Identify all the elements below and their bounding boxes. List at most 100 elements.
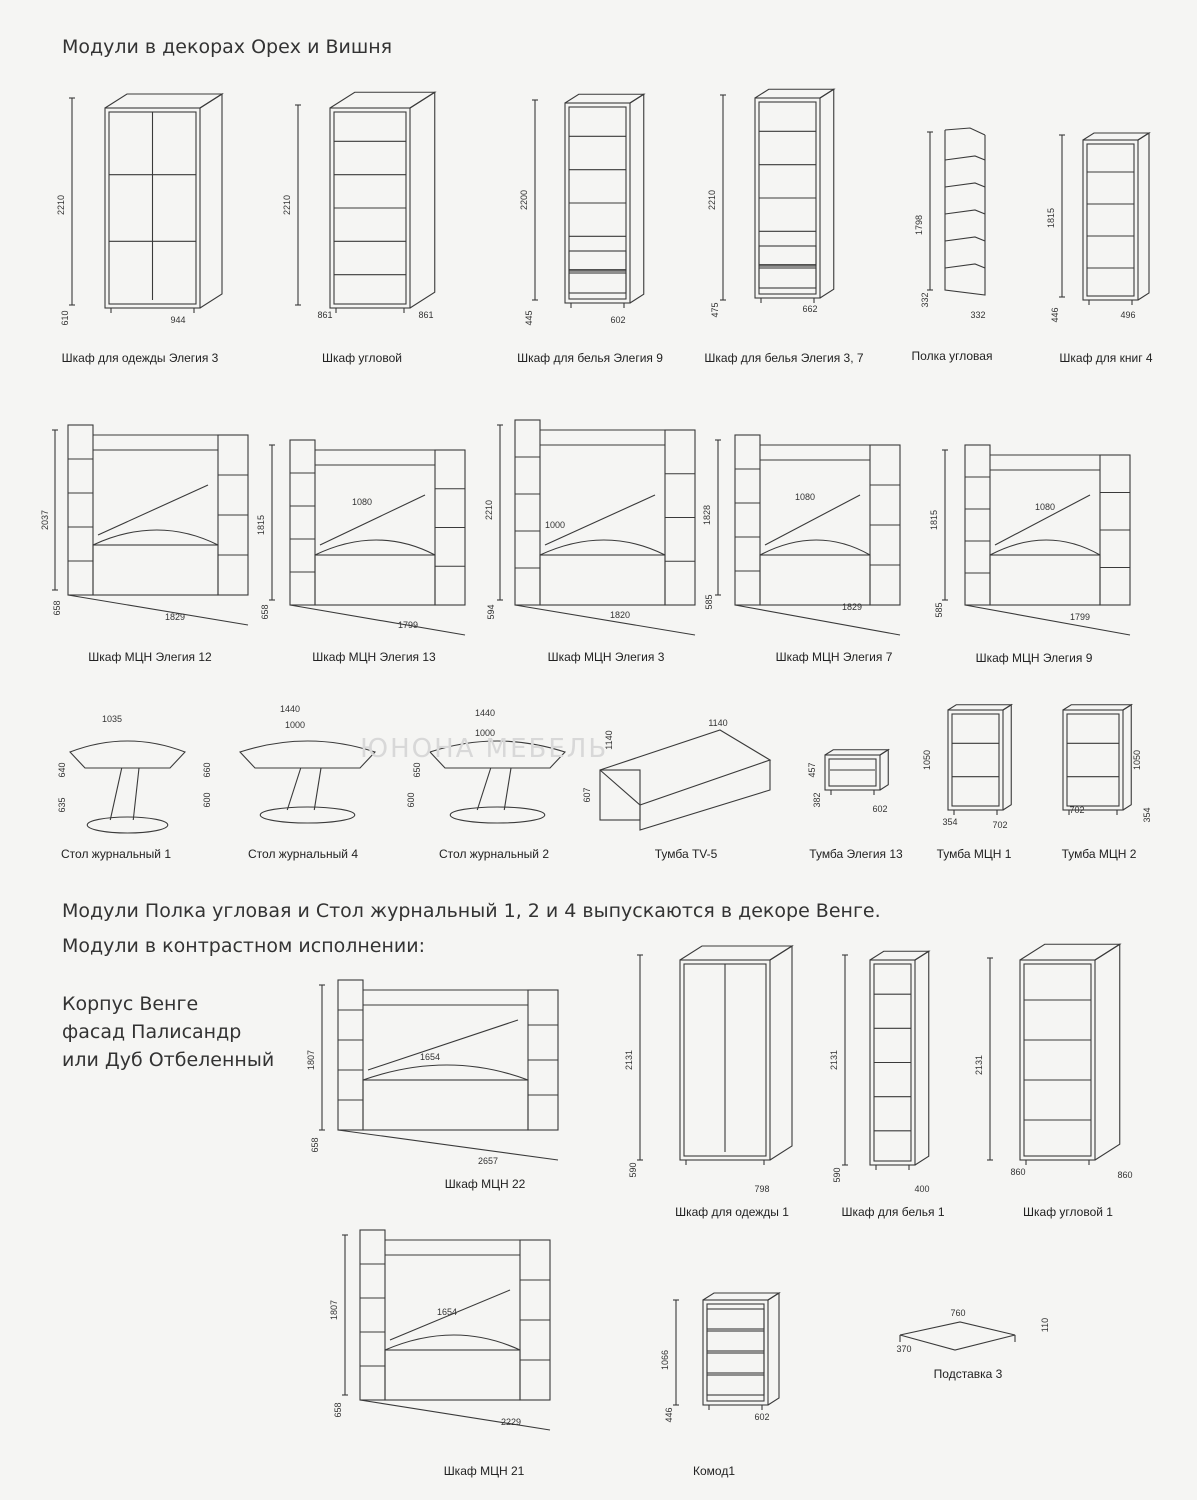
item-label: Подставка 3 [933, 1367, 1003, 1381]
dimension-label: 2200 [519, 190, 529, 210]
item-label: Стол журнальный 2 [439, 847, 549, 861]
dimension-label: 1000 [475, 728, 495, 738]
drawer [568, 250, 627, 272]
item-label: Тумба МЦН 1 [936, 847, 1012, 861]
dimension-label: 662 [802, 304, 817, 314]
tower-left [359, 1229, 386, 1401]
dimension-label: 1440 [475, 708, 495, 718]
outline-line [289, 604, 466, 636]
cabinet-inner [1023, 963, 1092, 1157]
dimension-label: 1828 [702, 505, 712, 525]
dimension-label: 861 [317, 310, 332, 320]
cabinet-inner [758, 101, 817, 295]
item-label: Шкаф для одежды 1 [675, 1205, 789, 1219]
dimension-label: 590 [832, 1167, 842, 1182]
cabinet-front [104, 107, 201, 309]
cabinet-front [1019, 959, 1096, 1161]
outline-line [359, 1399, 551, 1431]
tv-base [539, 554, 666, 606]
cabinet-front [702, 1299, 769, 1406]
dimension-label: 2210 [282, 195, 292, 215]
cabinet-top [1019, 943, 1122, 961]
outline-line [337, 1129, 559, 1161]
item-label: Тумба Элегия 13 [809, 847, 903, 861]
tower-left [734, 434, 761, 606]
item-label: Шкаф МЦН Элегия 12 [88, 650, 212, 664]
outline-line [514, 604, 696, 636]
outline-line [994, 494, 1091, 546]
outline-line [964, 604, 1131, 636]
dimension-label: 607 [582, 787, 592, 802]
dimension-label: 650 [412, 762, 422, 777]
cabinet-side [769, 944, 793, 1161]
tower-right [217, 434, 249, 596]
cabinet-top [754, 88, 836, 99]
cabinet-front [679, 959, 771, 1161]
dimension-label: 1050 [1132, 750, 1142, 770]
item-label: Комод1 [693, 1464, 735, 1478]
cabinet-side [1094, 943, 1121, 1161]
cabinet-top [104, 93, 224, 109]
dimension-label: 496 [1120, 310, 1135, 320]
contrast-note-line: фасад Палисандр [62, 1021, 242, 1043]
dimension-label: 860 [1117, 1170, 1132, 1180]
dimension-label: 1799 [1070, 612, 1090, 622]
item-label: Шкаф МЦН Элегия 3 [547, 650, 665, 664]
watermark: ЮНОНА МЕБЕЛЬ [360, 734, 608, 764]
drawer [758, 245, 817, 267]
cabinet-front [869, 959, 916, 1166]
item-label: Шкаф для белья Элегия 9 [517, 351, 663, 365]
dimension-label: 635 [57, 797, 67, 812]
dimension-label: 1035 [102, 714, 122, 724]
cabinet-front [947, 709, 1004, 811]
dimension-label: 610 [60, 310, 70, 325]
table-base [86, 816, 169, 834]
dimension-label: 590 [628, 1162, 638, 1177]
item-label: Тумба МЦН 2 [1061, 847, 1137, 861]
tv-top [92, 529, 219, 546]
cabinet-inner [828, 758, 877, 787]
cabinet-inner [568, 106, 627, 300]
dimension-label: 2210 [484, 500, 494, 520]
cabinet-top [329, 91, 437, 109]
tv-top [759, 539, 871, 556]
table-top [429, 740, 566, 769]
outline-line [764, 494, 861, 546]
dimension-label: 602 [610, 315, 625, 325]
dimension-label: 2210 [56, 195, 66, 215]
tower-right [1099, 454, 1131, 606]
dimension-label: 640 [57, 762, 67, 777]
dimension-label: 446 [1050, 307, 1060, 322]
dimension-label: 332 [970, 310, 985, 320]
outline-line [132, 767, 140, 821]
dimension-label: 2131 [974, 1055, 984, 1075]
outline-line [544, 494, 656, 546]
outline-line [476, 767, 492, 811]
dimension-label: 1798 [914, 215, 924, 235]
cabinet-top [1062, 704, 1134, 711]
dimension-label: 861 [418, 310, 433, 320]
corner-shelf-top [944, 127, 986, 136]
dimension-label: 600 [406, 792, 416, 807]
cabinet-top [679, 945, 794, 961]
dimension-label: 602 [872, 804, 887, 814]
dimension-label: 1654 [437, 1307, 457, 1317]
dimension-label: 660 [202, 762, 212, 777]
contrast-note: Корпус Венге фасад Палисандр или Дуб Отб… [62, 990, 274, 1074]
cabinet-front [329, 107, 411, 309]
tv-stand-front [599, 769, 641, 821]
dimension-label: 1799 [398, 620, 418, 630]
drawer [706, 1330, 765, 1352]
tv-top [384, 1334, 521, 1351]
cabinet-inner [108, 111, 197, 305]
tower-right [519, 1239, 551, 1401]
cabinet-side [199, 92, 223, 309]
tower-left [289, 439, 316, 606]
dimension-label: 860 [1010, 1167, 1025, 1177]
item-label: Полка угловая [911, 349, 993, 363]
cabinet-front [564, 102, 631, 304]
dimension-label: 2229 [501, 1417, 521, 1427]
dimension-label: 600 [202, 792, 212, 807]
dimension-label: 354 [1142, 807, 1152, 822]
